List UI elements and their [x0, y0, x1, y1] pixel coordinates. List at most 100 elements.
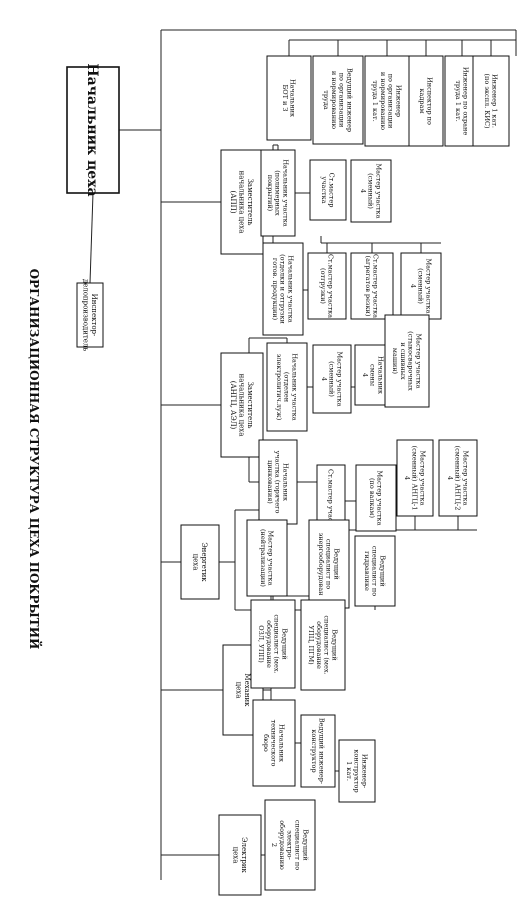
node-label-line: и сшивных — [399, 342, 407, 380]
node-label-line: (отделки и отгрузки — [279, 254, 287, 324]
node-box — [350, 159, 392, 223]
node-box — [266, 55, 312, 141]
node-label-line: 4 — [361, 373, 369, 377]
node-box — [472, 55, 510, 147]
node-label-line: специалист по — [371, 546, 379, 596]
node-app-ship: Начальник участка(отделки и отгрузкигото… — [262, 242, 304, 336]
node-label-line: труда — [322, 90, 330, 110]
node-box — [350, 252, 394, 320]
node-app-ship-shift: Мастер участка(сменный)4 — [400, 252, 442, 320]
node-label-line: БОТ и З — [281, 85, 289, 112]
node-label-line: Мастер участка — [376, 470, 384, 525]
node-box — [246, 519, 288, 597]
node-label-line: Мастер участка — [415, 333, 423, 388]
connector-line — [89, 192, 94, 284]
node-box — [438, 439, 478, 517]
node-label-line: покрытий) — [266, 175, 274, 212]
node-label-line: труда 1 кат. — [454, 80, 462, 121]
node-label-line: гидравлике — [363, 551, 371, 591]
node-label-line: Ведущий — [302, 829, 310, 860]
node-ang-elec-shift: Мастер участка(сменный)4 — [312, 344, 352, 414]
node-label-line: Начальник участка — [291, 353, 299, 420]
node-label-line: Ст.мастер — [328, 173, 336, 208]
node-label-line: 1 кат. — [345, 761, 353, 781]
node-label-line: конструктор — [310, 729, 318, 772]
node-label-line: (сменный) — [417, 268, 425, 304]
node-ang-zinc-senior: Ст.мастер участка — [316, 464, 346, 538]
node-box — [312, 55, 364, 145]
node-label-line: 4 — [446, 476, 454, 480]
node-en-neutr: Мастер участка(нейтрализации) — [246, 519, 288, 597]
node-box — [218, 814, 262, 896]
node-label-line: (АПП) — [229, 191, 237, 214]
node-label-line: электролитич.луж) — [275, 354, 283, 421]
node-ang-rolls: Мастер участка(по валкам) — [355, 464, 397, 532]
node-label-line: Начальник — [377, 356, 385, 394]
node-box — [76, 282, 104, 348]
node-box — [307, 252, 347, 320]
node-label-line: Электрик — [240, 837, 248, 873]
node-label-line: оборудование — [315, 621, 323, 669]
node-label-line: УПЦ, ПГМ) — [307, 625, 315, 665]
node-mech-lead-design: Ведущий инженер-конструктор — [300, 714, 336, 788]
node-box — [300, 599, 346, 691]
node-label-line: конструктор — [353, 749, 361, 792]
node-label-line: Ст.мастер участка — [327, 254, 335, 318]
node-box — [396, 439, 434, 517]
node-box — [264, 799, 316, 891]
node-label-line: оборудование — [265, 620, 273, 668]
node-staff-kis: Инженер 1 кат.(по экспл. КИС) — [472, 55, 510, 147]
node-label-line: Инженер — [395, 85, 403, 117]
node-label-line: ОЗЛ, УПП) — [257, 625, 265, 663]
node-inspector: Инспектор-делопроизводитель — [76, 279, 104, 352]
node-label-line: начальника цеха — [238, 374, 246, 437]
node-label-line: цинкования) — [266, 460, 274, 504]
node-box — [408, 55, 444, 147]
node-label-line: кадрам — [418, 88, 426, 113]
node-label-line: (нейтрализации) — [259, 529, 267, 587]
node-label-line: Мастер участка — [425, 258, 433, 313]
node-label-line: Ст.мастер участка — [372, 254, 380, 318]
node-label-line: Мастер участка — [462, 450, 470, 505]
node-label-line: по организации — [387, 74, 395, 129]
node-label-line: Ведущий — [379, 555, 387, 586]
node-app-poly-shift: Мастер участка(сменный)4 — [350, 159, 392, 223]
node-label-line: (по экспл. КИС) — [483, 74, 491, 129]
node-label-line: (сменный) — [328, 361, 336, 397]
node-label-line: (АНГЦ, АЭЛ) — [229, 381, 237, 430]
node-label-line: Инженер- — [361, 754, 369, 788]
node-label-line: делопроизводитель — [81, 279, 89, 352]
node-box — [300, 714, 336, 788]
node-label-line: участка — [320, 176, 328, 203]
node-label-line: специалист (мех. — [323, 615, 331, 674]
node-label-line: Заместитель — [246, 179, 254, 226]
node-ang-ang1: Мастер участка(сменный) АНГЦ-14 — [396, 439, 434, 517]
node-box — [252, 699, 296, 787]
node-label-line: (отделен — [283, 372, 291, 402]
node-label-line: начальника цеха — [238, 171, 246, 234]
node-label-line: Ведущий инженер- — [318, 718, 326, 784]
node-label-line: (агрегатов резки) — [364, 256, 372, 317]
node-label-line: Ст.мастер участка — [327, 469, 335, 533]
node-app-ship-senior: Ст.мастер участка(отгрузки) — [307, 252, 347, 320]
node-ang-ang2: Мастер участка(сменный) АНГЦ-24 — [438, 439, 478, 517]
node-label-line: Мастер участка — [419, 450, 427, 505]
node-label-line: Энергетик — [200, 542, 208, 582]
node-label-line: Начальник участка — [287, 255, 295, 322]
node-box — [266, 342, 308, 432]
node-label-line: Мастер участка — [336, 351, 344, 406]
node-label-line: и нормированию — [379, 72, 387, 130]
node-label-line: (сменный) АНГЦ-2 — [454, 446, 462, 511]
